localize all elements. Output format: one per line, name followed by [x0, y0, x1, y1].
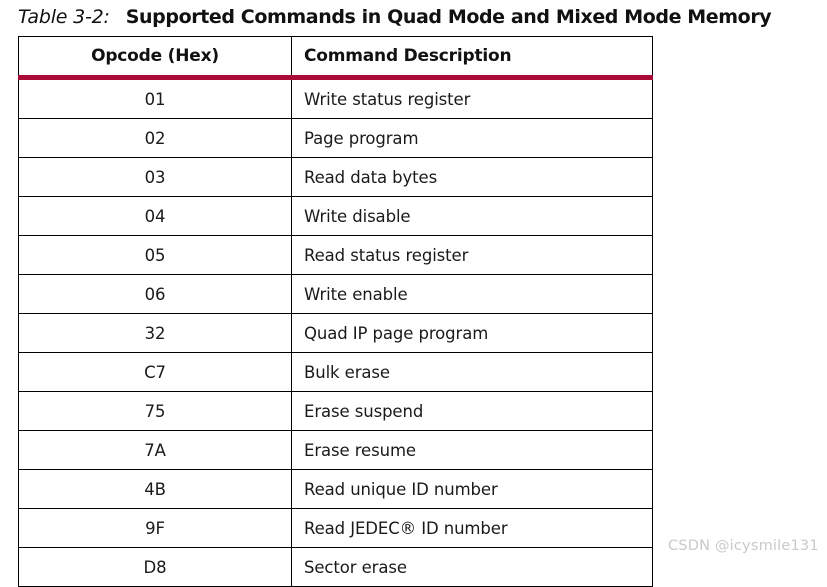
- cell-description: Erase resume: [291, 430, 653, 470]
- cell-description: Read unique ID number: [291, 469, 653, 509]
- cell-opcode: C7: [18, 352, 292, 392]
- table-header: Opcode (Hex) Command Description: [18, 36, 653, 80]
- caption-title: Supported Commands in Quad Mode and Mixe…: [125, 6, 772, 28]
- cell-description: Write disable: [291, 196, 653, 236]
- cell-opcode: 06: [18, 274, 292, 314]
- cell-description: Bulk erase: [291, 352, 653, 392]
- table-row: 01 Write status register: [18, 77, 653, 119]
- cell-description: Write status register: [304, 89, 471, 109]
- cell-description: Read status register: [291, 235, 653, 275]
- cell-opcode: 01: [18, 77, 292, 119]
- cell-opcode: 7A: [18, 430, 292, 470]
- cell-opcode: 03: [18, 157, 292, 197]
- cell-opcode: 9F: [18, 508, 292, 548]
- cell-description: Quad IP page program: [291, 313, 653, 353]
- cell-description: Sector erase: [291, 547, 653, 587]
- cell-description: Read data bytes: [291, 157, 653, 197]
- cell-description: Read JEDEC® ID number: [291, 508, 653, 548]
- cell-opcode: 04: [18, 196, 292, 236]
- column-header-opcode: Opcode (Hex): [18, 36, 292, 80]
- cell-description: Erase suspend: [291, 391, 653, 431]
- table-header-row: Opcode (Hex) Command Description: [18, 36, 653, 80]
- cell-opcode: 32: [18, 313, 292, 353]
- cell-opcode: D8: [18, 547, 292, 587]
- cell-description: Page program: [291, 118, 653, 158]
- table-caption: Table 3-2: Supported Commands in Quad Mo…: [18, 2, 818, 32]
- cell-opcode: 4B: [18, 469, 292, 509]
- cell-opcode: 75: [18, 391, 292, 431]
- cell-opcode: 05: [18, 235, 292, 275]
- csdn-watermark: CSDN @icysmile131: [668, 538, 819, 554]
- cell-opcode: 02: [18, 118, 292, 158]
- caption-label: Table 3-2:: [18, 6, 110, 28]
- cell-description: Write enable: [291, 274, 653, 314]
- column-header-description: Command Description: [291, 36, 653, 80]
